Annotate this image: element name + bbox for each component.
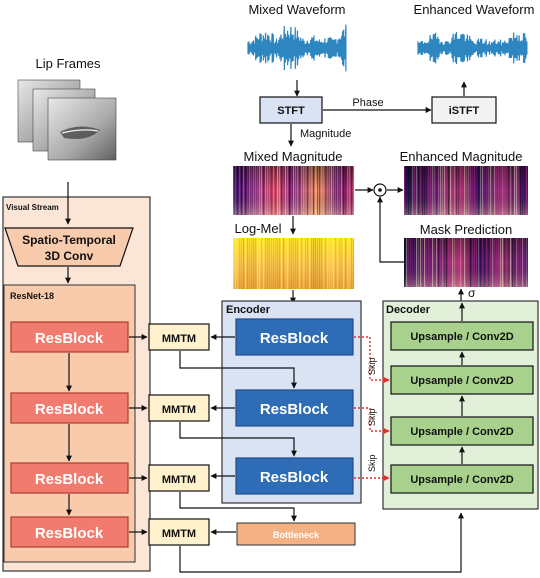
visual-resblock-2-label: ResBlock <box>35 401 104 418</box>
decoder-upsample-3: Upsample / Conv2D <box>390 416 534 446</box>
skip-label-2: Skip <box>367 408 377 426</box>
encoder-resblock-2-label: ResBlock <box>260 401 329 418</box>
istft-block <box>431 96 497 124</box>
mask-prediction-title: Mask Prediction <box>420 222 512 237</box>
mmtm-4-label: MMTM <box>162 528 196 540</box>
mmtm-4: MMTM <box>148 518 210 546</box>
visual-resblock-4: ResBlock <box>10 516 129 548</box>
visual-stream-label: Visual Stream <box>6 203 59 212</box>
enhanced-waveform-image <box>417 31 528 65</box>
mixed-magnitude-spectrogram <box>233 166 355 215</box>
magnitude-label: Magnitude <box>300 128 351 140</box>
mmtm-3-label: MMTM <box>162 474 196 486</box>
skip-label-1: Skip <box>367 357 377 375</box>
encoder-label: Encoder <box>226 304 271 316</box>
decoder-upsample-1: Upsample / Conv2D <box>390 321 534 351</box>
log-mel-title: Log-Mel <box>235 221 282 236</box>
decoder-upsample-3-label: Upsample / Conv2D <box>410 426 513 438</box>
lip-frames-title: Lip Frames <box>35 56 101 71</box>
mixed-waveform-title: Mixed Waveform <box>248 2 345 17</box>
mmtm-2: MMTM <box>148 394 210 422</box>
stft-block <box>259 96 323 124</box>
st-conv-label-line2: 3D Conv <box>45 249 94 263</box>
decoder-upsample-4-label: Upsample / Conv2D <box>410 474 513 486</box>
visual-resblock-1: ResBlock <box>10 321 129 353</box>
visual-resblock-1-label: ResBlock <box>35 330 104 347</box>
phase-label: Phase <box>352 97 383 109</box>
decoder-upsample-2: Upsample / Conv2D <box>390 365 534 395</box>
encoder-resblock-1: ResBlock <box>235 318 354 356</box>
st-conv-label-line1: Spatio-Temporal <box>22 233 116 247</box>
visual-resblock-3-label: ResBlock <box>35 471 104 488</box>
encoder-resblock-1-label: ResBlock <box>260 330 329 347</box>
visual-resblock-2: ResBlock <box>10 392 129 424</box>
bottleneck-block: Bottleneck <box>236 522 356 546</box>
enhanced-magnitude-spectrogram <box>404 166 528 215</box>
visual-resblock-3: ResBlock <box>10 462 129 494</box>
mmtm-1: MMTM <box>148 323 210 351</box>
mask-prediction-spectrogram <box>404 238 528 287</box>
enhanced-magnitude-title: Enhanced Magnitude <box>400 149 523 164</box>
mmtm-2-label: MMTM <box>162 404 196 416</box>
spatio-temporal-conv-block <box>4 227 134 267</box>
enhanced-waveform-title: Enhanced Waveform <box>414 2 535 17</box>
visual-resblock-4-label: ResBlock <box>35 525 104 542</box>
decoder-upsample-2-label: Upsample / Conv2D <box>410 375 513 387</box>
mixed-magnitude-title: Mixed Magnitude <box>244 149 343 164</box>
skip-connection-1 <box>354 336 390 384</box>
mixed-waveform-image <box>247 24 347 72</box>
skip-connection-2 <box>354 407 390 435</box>
stft-label: STFT <box>277 105 305 117</box>
istft-label: iSTFT <box>449 105 480 117</box>
mmtm-3: MMTM <box>148 464 210 492</box>
resnet18-label: ResNet-18 <box>10 291 54 301</box>
decoder-upsample-4: Upsample / Conv2D <box>390 464 534 494</box>
skip-label-3: Skip <box>367 454 377 472</box>
bottleneck-label: Bottleneck <box>273 530 320 540</box>
log-mel-spectrogram <box>233 238 355 289</box>
lip-frames-image <box>17 79 117 161</box>
mmtm-1-label: MMTM <box>162 333 196 345</box>
encoder-resblock-3-label: ResBlock <box>260 469 329 486</box>
decoder-upsample-1-label: Upsample / Conv2D <box>410 331 513 343</box>
encoder-resblock-2: ResBlock <box>235 389 354 427</box>
sigma-label: σ <box>468 286 476 300</box>
encoder-resblock-3: ResBlock <box>235 457 354 495</box>
decoder-label: Decoder <box>386 304 431 316</box>
